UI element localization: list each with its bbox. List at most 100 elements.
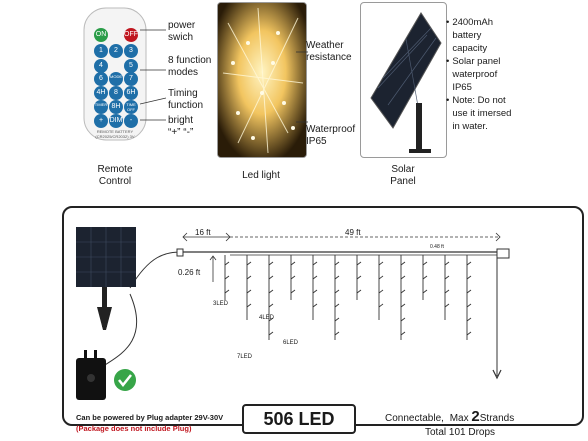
remote-button: 1 <box>94 44 108 58</box>
led-bulb <box>246 261 252 266</box>
led-bulb <box>444 275 450 280</box>
led-7-label: 7LED <box>237 354 253 360</box>
solar-notes: •2400mAh battery capacity •Solar panel w… <box>446 16 516 133</box>
bright-label: bright “+” “-” <box>168 115 194 138</box>
note-battery: •2400mAh battery capacity <box>446 17 493 54</box>
led-bulb <box>290 289 296 294</box>
led-bulb <box>400 275 406 280</box>
led-bulb <box>466 317 472 322</box>
led-count-badge: 506 LED <box>242 404 356 434</box>
led-bulb <box>400 303 406 308</box>
led-bulb <box>422 261 428 266</box>
led-bulb <box>312 289 318 294</box>
led-bulb <box>224 289 230 294</box>
remote-button: MODE <box>109 72 123 86</box>
led-photo <box>218 3 306 157</box>
led-bulb <box>334 303 340 308</box>
remote-button: 4H <box>94 86 108 100</box>
modes-label: 8 function modes <box>168 55 212 78</box>
led-bulb <box>444 289 450 294</box>
led-bulb <box>268 331 274 336</box>
led-bulb <box>466 303 472 308</box>
led-4-label: 4LED <box>259 315 275 321</box>
led-bulb <box>268 261 274 266</box>
led-3-label: 3LED <box>213 301 229 307</box>
diagram-solar-panel <box>76 227 136 330</box>
remote-button: 8H <box>109 100 123 114</box>
led-leader-lines <box>296 51 308 123</box>
led-bulb <box>422 289 428 294</box>
dim-16ft: 16 ft <box>195 228 211 237</box>
led-bulb <box>356 289 362 294</box>
led-bulb <box>268 317 274 322</box>
led-bulb <box>400 261 406 266</box>
led-bulb <box>268 303 274 308</box>
led-bulb <box>246 275 252 280</box>
plug-note-red: (Package does not include Plug) <box>76 424 192 433</box>
led-bulb <box>290 275 296 280</box>
led-bulb <box>378 303 384 308</box>
led-bulb <box>356 261 362 266</box>
led-bulb <box>246 289 252 294</box>
remote-button: - <box>124 114 138 128</box>
led-photo-box <box>217 2 307 158</box>
remote-footer-text: REMOTE BATTERY (CR2025/CR2032) 3V <box>95 129 135 139</box>
remote-button: 8 <box>109 86 123 100</box>
led-bulb <box>466 275 472 280</box>
dim-49ft: 49 ft <box>345 228 361 237</box>
note-water: •Note: Do not use it imersed in water. <box>446 95 512 132</box>
led-bulb <box>224 261 230 266</box>
led-bulb <box>334 289 340 294</box>
led-bulb <box>224 275 230 280</box>
dim-026ft: 0.26 ft <box>178 268 201 277</box>
led-bulb <box>400 289 406 294</box>
dim-048ft: 0.48 ft <box>430 244 444 250</box>
remote-button: TIMER <box>94 100 108 114</box>
led-caption: Led light <box>242 170 280 181</box>
led-bulb <box>400 317 406 322</box>
weather-label: Weather resistance <box>306 40 352 63</box>
remote-button: OFF <box>124 28 138 42</box>
remote-button: TIME OFF <box>124 100 138 114</box>
led-bulb <box>246 303 252 308</box>
led-bulb <box>466 331 472 336</box>
led-bulb <box>268 275 274 280</box>
remote-button: 3 <box>124 44 138 58</box>
led-bulb <box>290 261 296 266</box>
waterproof-label: Waterproof IP65 <box>306 124 356 147</box>
led-bulb <box>312 261 318 266</box>
led-bulb <box>334 261 340 266</box>
led-bulb <box>356 275 362 280</box>
led-bulb <box>466 289 472 294</box>
led-bulb <box>444 261 450 266</box>
led-bulb <box>334 331 340 336</box>
total-drops: Total 101 Drops <box>425 427 496 438</box>
remote-button: 4 <box>94 59 108 73</box>
solar-caption: Solar Panel <box>390 164 416 187</box>
remote-button: + <box>94 114 108 128</box>
connect-text: Connectable, Max 2Strands <box>385 408 515 425</box>
remote-button: 6H <box>124 86 138 100</box>
led-bulb <box>378 261 384 266</box>
led-bulb <box>400 331 406 336</box>
remote-button: 6 <box>94 72 108 86</box>
remote-button: 2 <box>109 44 123 58</box>
solar-panel-illustration <box>370 12 442 153</box>
remote-button: 5 <box>124 59 138 73</box>
led-bulb <box>312 275 318 280</box>
timing-label: Timing function <box>168 88 204 111</box>
led-bulb <box>422 275 428 280</box>
led-bulb <box>312 303 318 308</box>
remote-button: DIM <box>109 114 123 128</box>
led-bulb <box>334 317 340 322</box>
plug-note: Can be powered by Plug adapter 29V-30V <box>76 413 224 422</box>
led-6-label: 6LED <box>283 340 299 346</box>
led-bulb <box>444 303 450 308</box>
remote-button: 7 <box>124 72 138 86</box>
led-bulb <box>268 289 274 294</box>
led-bulb <box>378 289 384 294</box>
solar-box <box>360 2 447 158</box>
plug-adapter <box>76 350 136 400</box>
note-waterproof: •Solar panel waterproof IP65 <box>446 56 501 93</box>
remote-leader-lines <box>140 29 167 121</box>
